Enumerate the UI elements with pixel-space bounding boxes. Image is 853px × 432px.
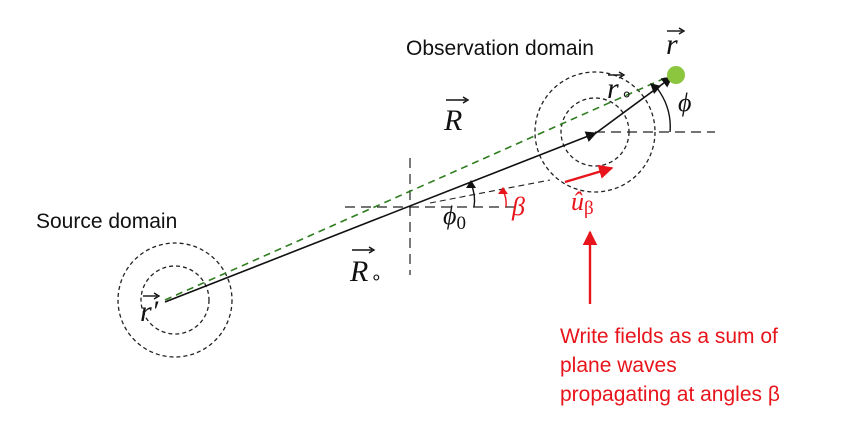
phi-arc-arrowhead bbox=[650, 83, 661, 94]
annotation-text: Write fields as a sum of plane waves pro… bbox=[560, 322, 850, 409]
beta-reference-line bbox=[429, 179, 551, 204]
label-u-hat-sub: β bbox=[584, 198, 594, 219]
annotation-line-1: Write fields as a sum of bbox=[560, 325, 778, 348]
label-R0-vector: R∘ bbox=[349, 246, 382, 289]
label-r: r bbox=[666, 28, 678, 61]
label-r-obs-main: r bbox=[607, 72, 619, 105]
label-phi: ϕ bbox=[678, 88, 691, 117]
label-R0-main: R bbox=[349, 255, 368, 288]
phi-arc bbox=[656, 87, 671, 133]
annotation-line-2: plane waves bbox=[560, 354, 677, 377]
observation-domain-label: Observation domain bbox=[406, 37, 594, 60]
observation-point bbox=[667, 66, 685, 84]
svg-text:ϕ0: ϕ0 bbox=[443, 201, 466, 234]
source-outer-circle bbox=[117, 242, 233, 358]
label-r-prime-vector: r′ bbox=[140, 292, 161, 328]
source-inner-circle bbox=[140, 265, 210, 335]
observation-outer-circle bbox=[534, 71, 656, 193]
label-R: R bbox=[443, 104, 462, 137]
svg-text:R∘: R∘ bbox=[349, 255, 382, 289]
label-R-vector: R bbox=[443, 96, 470, 137]
label-u-hat-main: û bbox=[571, 187, 584, 216]
label-R0-sub: ∘ bbox=[370, 268, 382, 289]
label-beta: β bbox=[511, 192, 525, 221]
total-distance-dashed-line bbox=[164, 74, 673, 301]
svg-text:r∘: r∘ bbox=[607, 72, 633, 106]
beta-arc-arrowhead bbox=[498, 187, 508, 194]
unit-vector-u-beta bbox=[564, 164, 614, 184]
svg-text:ûβ: ûβ bbox=[571, 187, 594, 219]
label-phi0-sub: 0 bbox=[456, 213, 466, 234]
label-r-prime: r′ bbox=[140, 295, 159, 328]
phi0-arc-arrowhead bbox=[466, 180, 476, 188]
vector-R0 bbox=[164, 131, 598, 303]
label-r-obs: r∘ bbox=[607, 71, 633, 106]
annotation-line-3: propagating at angles β bbox=[560, 383, 780, 406]
label-phi0-main: ϕ bbox=[443, 201, 456, 230]
source-domain-circles bbox=[117, 242, 233, 358]
source-domain-label: Source domain bbox=[36, 210, 177, 233]
label-r-obs-sub: ∘ bbox=[621, 85, 633, 106]
label-r-vector: r bbox=[666, 27, 686, 61]
